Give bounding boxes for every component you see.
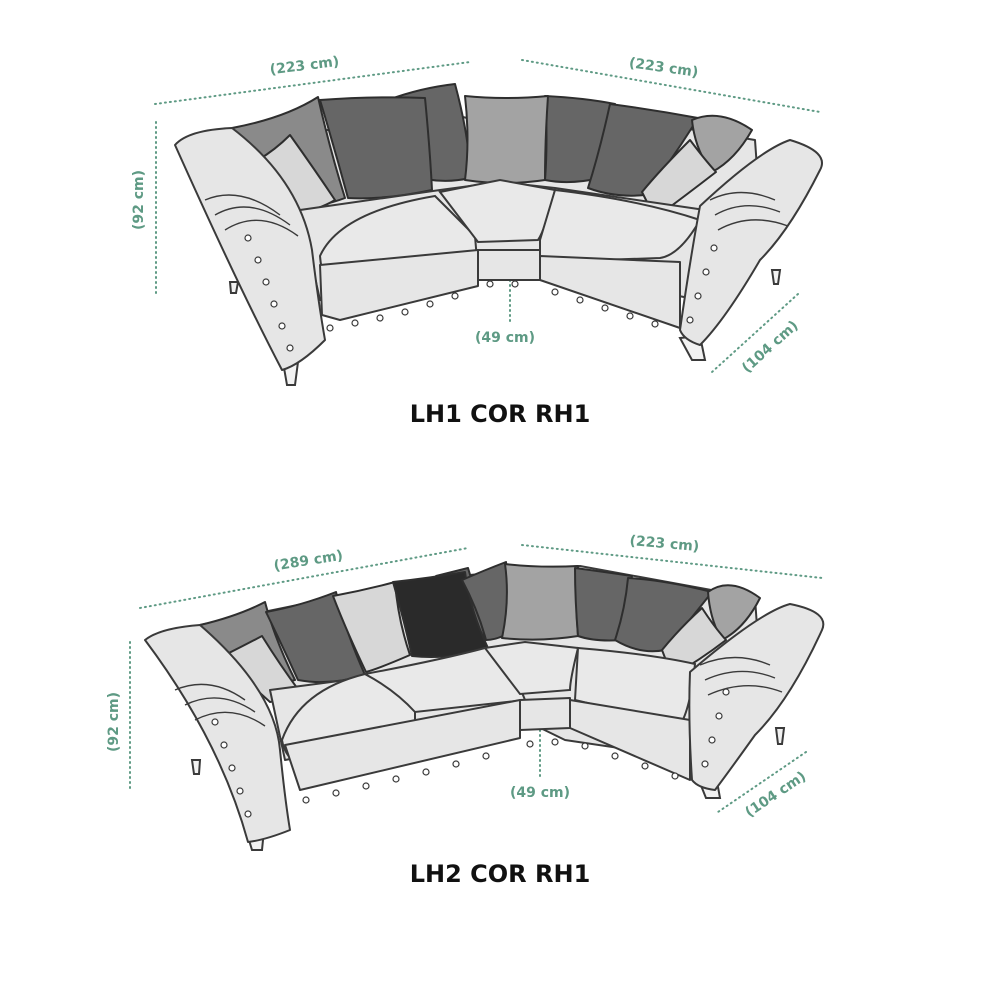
arm-right-folds (709, 191, 789, 231)
stud (526, 740, 534, 748)
base-corner (477, 249, 541, 281)
stud (211, 718, 219, 726)
stud (422, 768, 430, 776)
cushion (501, 563, 579, 641)
seat-height-label: (49 cm) (510, 785, 570, 801)
base-left (319, 249, 479, 321)
stud (511, 280, 519, 288)
leg-back-left (190, 759, 202, 775)
stud (708, 736, 716, 744)
cushion (707, 584, 761, 641)
stud (626, 312, 634, 320)
leg-back-left (228, 281, 240, 294)
stud (236, 787, 244, 795)
base-corner (519, 697, 571, 731)
stud (244, 234, 252, 242)
stud (601, 304, 609, 312)
stud (722, 688, 730, 696)
height-label: (92 cm) (106, 692, 122, 752)
stud (581, 742, 589, 750)
arm-left (174, 127, 326, 371)
stud (671, 772, 679, 780)
arm-right-folds (699, 656, 783, 696)
sofa-lh2-cor-rh1: (289 cm) (223 cm) (92 cm) (49 cm) (104 c… (106, 533, 825, 851)
stud (702, 268, 710, 276)
arm-left (144, 624, 291, 843)
stud (376, 314, 384, 322)
width-guide-left (154, 61, 471, 105)
stud (694, 292, 702, 300)
arm-left-folds (174, 683, 266, 727)
arm-left-folds (204, 194, 299, 237)
stud (701, 760, 709, 768)
leg-back-right (774, 727, 786, 745)
depth-guide (711, 293, 799, 373)
stud (270, 300, 278, 308)
leg-back-right (770, 269, 782, 285)
stud (228, 764, 236, 772)
base-right (569, 699, 691, 781)
stud (278, 322, 286, 330)
stud (551, 738, 559, 746)
cushion (332, 581, 411, 673)
width-guide-left (139, 547, 469, 609)
stud (715, 712, 723, 720)
stud (611, 752, 619, 760)
cushion (319, 96, 433, 200)
stud (254, 256, 262, 264)
stud (686, 316, 694, 324)
cushion (691, 114, 753, 173)
stud (326, 324, 334, 332)
depth-label: (104 cm) (742, 769, 809, 821)
stud (426, 300, 434, 308)
stud (392, 775, 400, 783)
stud (302, 796, 310, 804)
width-label-left: (289 cm) (273, 548, 344, 575)
stud (401, 308, 409, 316)
stud (332, 789, 340, 797)
stud (452, 760, 460, 768)
stud (651, 320, 659, 328)
sofa-lh1-cor-rh1: (223 cm) (223 cm) (92 cm) (49 cm) (104 c… (131, 54, 823, 386)
caption-lh2-cor-rh1: LH2 COR RH1 (409, 860, 591, 888)
stud (482, 752, 490, 760)
width-label-right: (223 cm) (628, 55, 699, 81)
studs-bottom (211, 688, 730, 818)
stud (451, 292, 459, 300)
stud (641, 762, 649, 770)
stud (244, 810, 252, 818)
cushion (464, 95, 549, 184)
depth-label: (104 cm) (739, 318, 802, 377)
width-label-right: (223 cm) (629, 533, 700, 555)
stud (362, 782, 370, 790)
seat-height-label: (49 cm) (475, 330, 535, 346)
stud (486, 280, 494, 288)
base-left (284, 699, 521, 791)
stud (576, 296, 584, 304)
height-label: (92 cm) (131, 170, 147, 230)
stud (710, 244, 718, 252)
width-label-left: (223 cm) (269, 54, 340, 78)
arm-right (679, 139, 823, 346)
width-guide-right (521, 59, 821, 113)
studs-top (244, 234, 718, 352)
base-right (539, 255, 681, 329)
caption-lh1-cor-rh1: LH1 COR RH1 (409, 400, 591, 428)
cushion (641, 139, 717, 219)
stud (286, 344, 294, 352)
stud (351, 319, 359, 327)
stud (262, 278, 270, 286)
arm-right (688, 603, 825, 791)
width-guide-right (521, 544, 823, 579)
stud (551, 288, 559, 296)
stud (220, 741, 228, 749)
